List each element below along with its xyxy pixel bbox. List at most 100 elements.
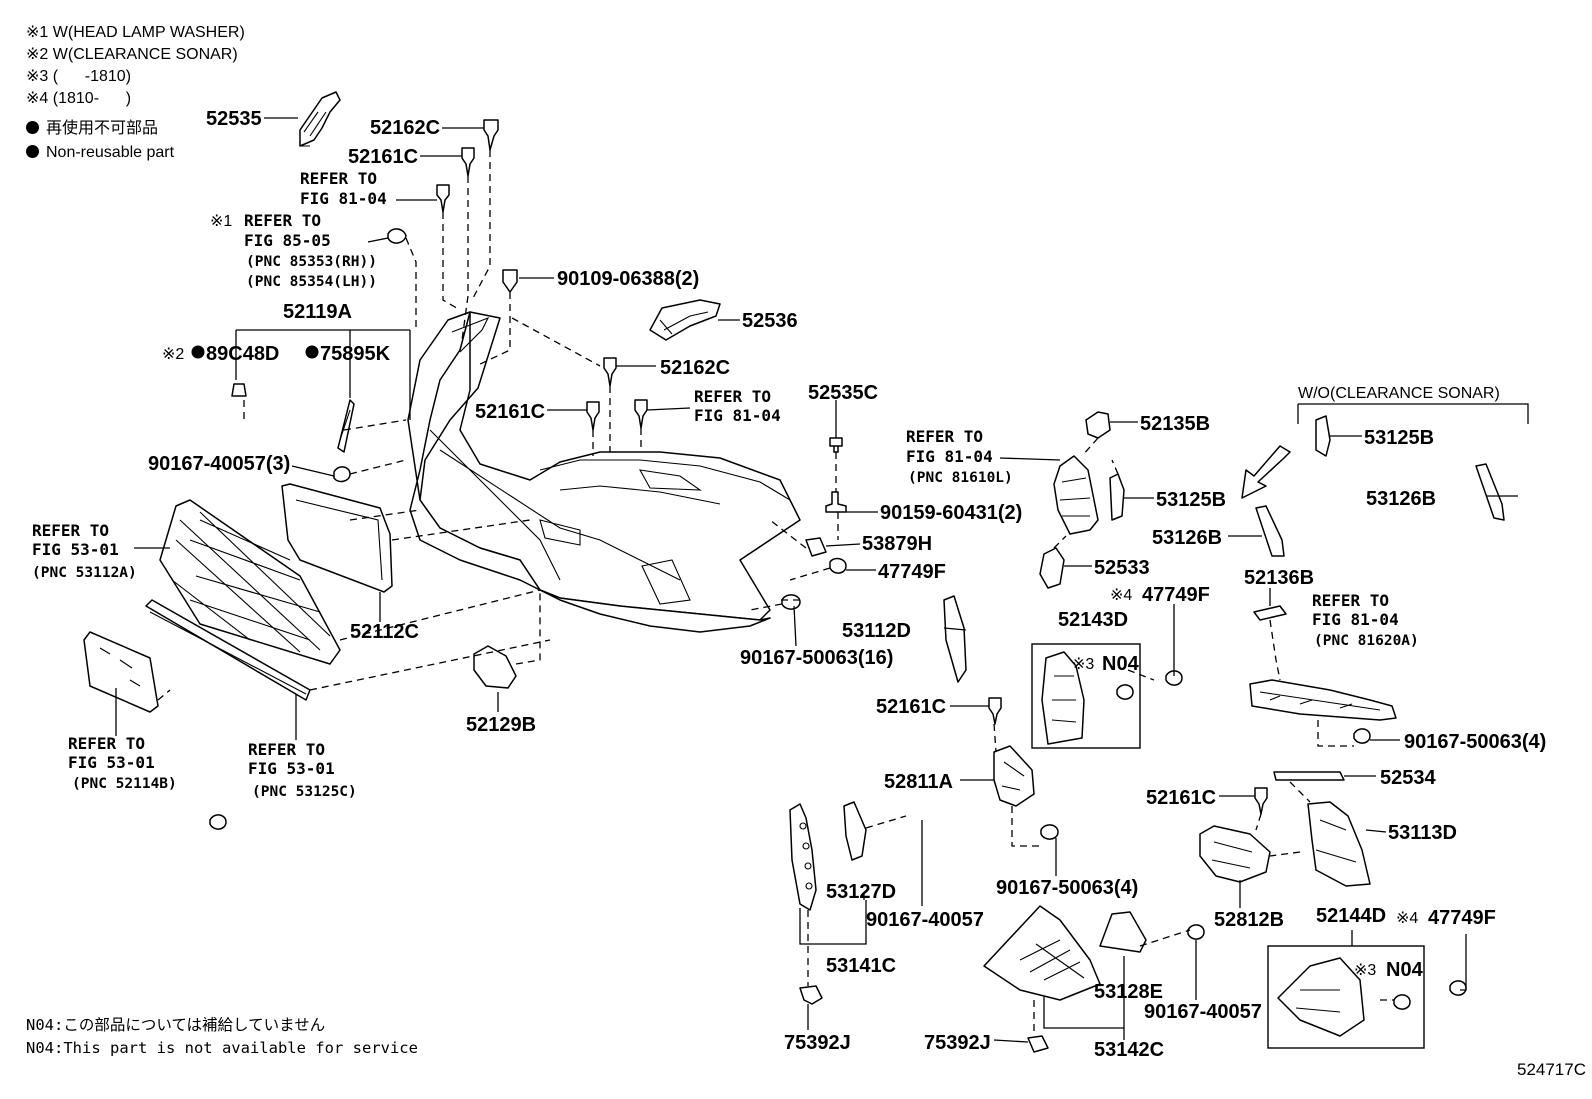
lamp-53141c-drawing <box>789 803 817 911</box>
bracket-52812b-drawing <box>1199 825 1271 883</box>
legend-row: Non-reusable part <box>26 142 245 164</box>
part-label[interactable]: 52119A <box>283 301 352 323</box>
part-label[interactable]: 90167-50063(4) <box>1404 731 1546 753</box>
footnote-line: N04:This part is not available for servi… <box>26 1039 418 1057</box>
part-label[interactable]: 52136B <box>1244 567 1314 589</box>
condition-mark: ※3 <box>1354 962 1376 979</box>
part-label[interactable]: 47749F <box>878 561 946 583</box>
grille-insert-53142c-drawing <box>983 905 1101 1001</box>
part-label[interactable]: 52534 <box>1380 767 1436 789</box>
reference-line[interactable]: (PNC 52114B) <box>72 776 177 792</box>
reference-line[interactable]: (PNC 53125C) <box>252 784 357 800</box>
part-label[interactable]: 52161C <box>876 696 946 718</box>
bracket-52535-drawing <box>299 91 341 147</box>
part-label[interactable]: 53126B <box>1152 527 1222 549</box>
box-52144d <box>1267 945 1425 1049</box>
part-label[interactable]: 90167-40057 <box>866 909 984 931</box>
part-label[interactable]: 47749F <box>1142 584 1210 606</box>
part-label[interactable]: 53879H <box>862 533 932 555</box>
condition-mark: ※1 <box>210 213 232 230</box>
leader-lines <box>115 117 1529 1043</box>
part-label[interactable]: 53126B <box>1366 488 1436 510</box>
part-label[interactable]: 52162C <box>370 117 440 139</box>
fog-lamp-81620a-drawing <box>1249 679 1397 721</box>
reference-line[interactable]: FIG 53-01 <box>32 540 119 559</box>
condition-mark: ※4 <box>1396 910 1418 927</box>
condition-mark: ※2 <box>162 346 184 363</box>
part-label[interactable]: 53125B <box>1156 489 1226 511</box>
reference-line[interactable]: (PNC 85353(RH)) <box>246 254 377 270</box>
part-label[interactable]: 75895K <box>320 343 391 365</box>
part-label[interactable]: 90167-50063(4) <box>996 877 1138 899</box>
direction-arrow <box>1241 445 1291 499</box>
part-label[interactable]: N04 <box>1102 653 1140 675</box>
part-label[interactable]: 52161C <box>348 146 418 168</box>
part-label[interactable]: 52135B <box>1140 413 1210 435</box>
footnote: N04:この部品については補給していません N04:This part is n… <box>26 1014 418 1060</box>
part-label[interactable]: 53125B <box>1364 427 1434 449</box>
note-row: ※4 (1810- ) <box>26 90 132 107</box>
part-label[interactable]: 52812B <box>1214 909 1284 931</box>
reference-line[interactable]: FIG 85-05 <box>244 231 331 250</box>
reference-line[interactable]: FIG 81-04 <box>906 447 993 466</box>
part-number-labels: 52535 52162C 52161C 90109-06388(2) 52119… <box>148 108 1546 1061</box>
reference-line[interactable]: FIG 81-04 <box>1312 610 1399 629</box>
part-label[interactable]: 52143D <box>1058 609 1128 631</box>
part-label[interactable]: 75392J <box>784 1032 851 1054</box>
part-label[interactable]: 89C48D <box>206 343 279 365</box>
reference-line[interactable]: FIG 53-01 <box>248 759 335 778</box>
part-label[interactable]: 53127D <box>826 881 896 903</box>
reference-line[interactable]: REFER TO <box>248 740 325 759</box>
part-label[interactable]: 52535C <box>808 382 878 404</box>
plate-53125c-drawing <box>83 631 159 713</box>
bracket-53127d-drawing <box>843 801 867 861</box>
part-label[interactable]: 53112D <box>842 620 911 642</box>
part-label[interactable]: 52162C <box>660 357 730 379</box>
reference-line[interactable]: FIG 81-04 <box>300 189 387 208</box>
part-label[interactable]: 52533 <box>1094 557 1150 579</box>
strip-52534-drawing <box>1273 771 1345 781</box>
part-label[interactable]: 90167-50063(16) <box>740 647 893 669</box>
part-label[interactable]: 75392J <box>924 1032 991 1054</box>
reference-line[interactable]: REFER TO <box>1312 591 1389 610</box>
reference-line[interactable]: REFER TO <box>244 211 321 230</box>
grille-frame-52112c-drawing <box>281 483 393 593</box>
note-row: ※1 W(HEAD LAMP WASHER) <box>26 24 245 41</box>
reference-line[interactable]: FIG 53-01 <box>68 753 155 772</box>
part-label[interactable]: 53128E <box>1094 981 1163 1003</box>
part-label[interactable]: 90167-40057(3) <box>148 453 290 475</box>
part-label[interactable]: 90109-06388(2) <box>557 268 699 290</box>
reference-line[interactable]: (PNC 53112A) <box>32 565 137 581</box>
reference-line[interactable]: REFER TO <box>906 427 983 446</box>
bracket-52536-drawing <box>649 299 721 341</box>
non-reusable-dot-icon <box>26 145 39 158</box>
part-label[interactable]: 52161C <box>1146 787 1216 809</box>
part-label[interactable]: 52144D <box>1316 905 1386 927</box>
part-label[interactable]: N04 <box>1386 959 1424 981</box>
reference-line[interactable]: REFER TO <box>68 734 145 753</box>
reference-line[interactable]: FIG 81-04 <box>694 406 781 425</box>
reference-line[interactable]: REFER TO <box>32 521 109 540</box>
reference-line[interactable]: (PNC 85354(LH)) <box>246 274 377 290</box>
part-label[interactable]: 90159-60431(2) <box>880 502 1022 524</box>
part-label[interactable]: 47749F <box>1428 907 1496 929</box>
part-label[interactable]: 52129B <box>466 714 536 736</box>
part-label[interactable]: 53141C <box>826 955 896 977</box>
reference-line[interactable]: (PNC 81620A) <box>1314 633 1419 649</box>
bracket-52811a-drawing <box>993 745 1035 807</box>
front-bumper-cover-drawing <box>407 311 801 633</box>
part-label[interactable]: 52535 <box>206 108 262 130</box>
part-label[interactable]: 52161C <box>475 401 545 423</box>
part-label[interactable]: 90167-40057 <box>1144 1001 1262 1023</box>
reference-line[interactable]: (PNC 81610L) <box>908 470 1013 486</box>
bracket-52136b-drawing <box>1253 605 1287 621</box>
part-label[interactable]: 53142C <box>1094 1039 1164 1061</box>
part-label[interactable]: 52811A <box>884 771 953 793</box>
part-label[interactable]: 52112C <box>350 621 419 643</box>
part-label[interactable]: 52536 <box>742 310 798 332</box>
clip-drawings <box>209 119 1467 1053</box>
part-label[interactable]: 53113D <box>1388 822 1457 844</box>
reference-line[interactable]: REFER TO <box>300 169 377 188</box>
reference-line[interactable]: REFER TO <box>694 387 771 406</box>
